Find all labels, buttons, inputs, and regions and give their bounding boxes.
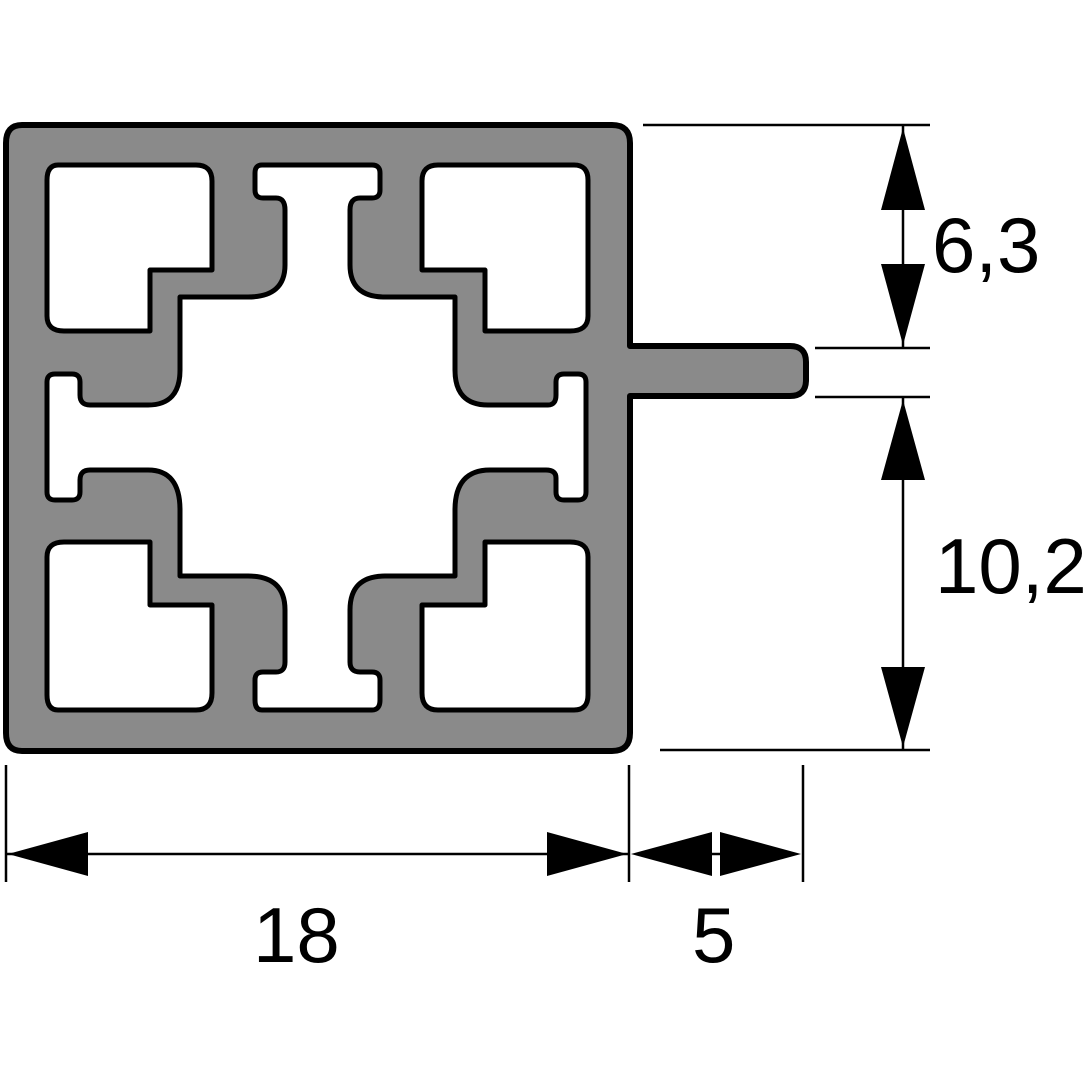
hole-top-right xyxy=(419,162,591,334)
dim-label-height-bottom: 10,2 xyxy=(935,522,1087,610)
dim-label-height-top: 6,3 xyxy=(932,201,1040,289)
hole-bottom-left xyxy=(44,539,215,713)
arrow-left-icon xyxy=(8,832,88,876)
center-cavity xyxy=(44,162,589,713)
dim-label-width-fin: 5 xyxy=(692,891,735,979)
hole-bottom-right xyxy=(419,539,591,713)
arrow-up-icon xyxy=(881,400,925,480)
arrow-right-icon xyxy=(720,832,801,876)
arrow-down-icon xyxy=(881,264,925,345)
arrow-right-icon xyxy=(547,832,627,876)
arrow-left-icon xyxy=(631,832,712,876)
arrow-down-icon xyxy=(881,667,925,747)
hole-top-left xyxy=(44,162,215,334)
arrow-up-icon xyxy=(881,128,925,210)
dim-label-width-body: 18 xyxy=(253,891,340,979)
